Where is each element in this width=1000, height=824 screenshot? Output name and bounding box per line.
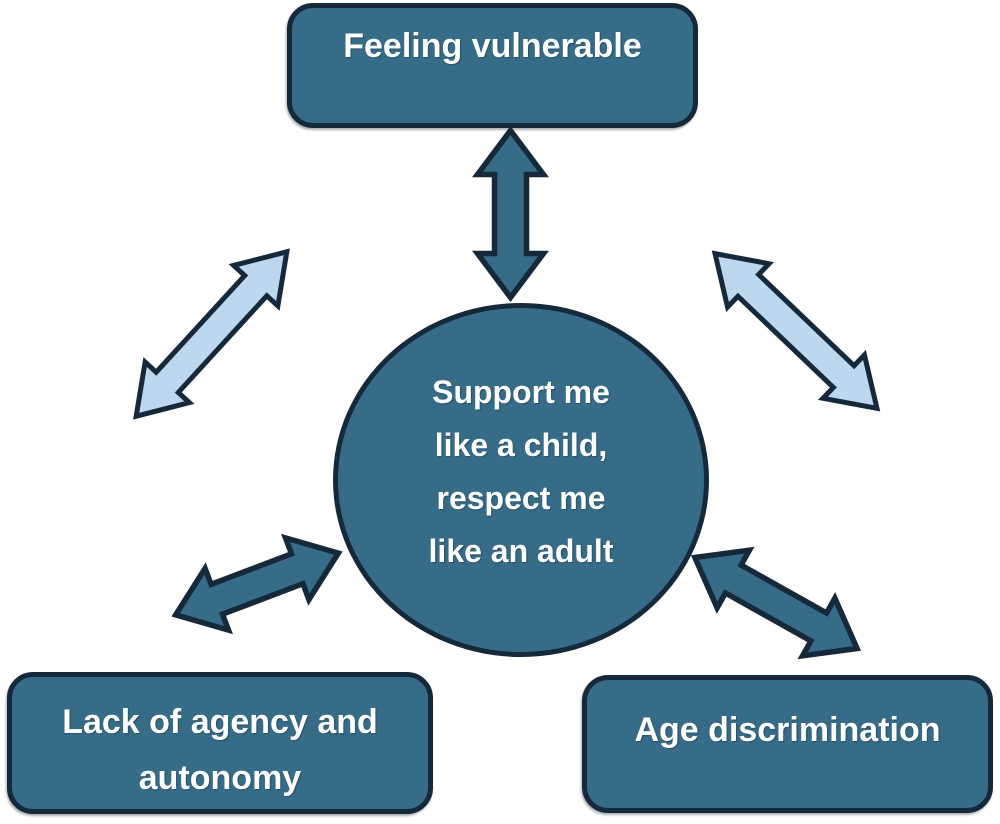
center-circle-line-2: like a child, bbox=[434, 427, 608, 463]
double-arrow-top-to-bottom-left-icon bbox=[132, 247, 290, 420]
node-age-discrimination-label: Age discrimination bbox=[634, 711, 941, 749]
double-arrow-center-to-bottom-right-icon bbox=[690, 546, 862, 659]
node-feeling-vulnerable: Feeling vulnerable bbox=[287, 3, 698, 128]
double-arrow-center-to-top-icon bbox=[471, 125, 549, 302]
node-lack-of-agency-label: Lack of agency and autonomy bbox=[62, 703, 378, 797]
center-circle: Support me like a child, respect me like… bbox=[333, 303, 709, 657]
center-circle-line-1: Support me bbox=[432, 374, 610, 410]
center-circle-line-4: like an adult bbox=[428, 533, 614, 569]
node-feeling-vulnerable-label: Feeling vulnerable bbox=[343, 27, 642, 65]
node-age-discrimination: Age discrimination bbox=[582, 675, 993, 813]
double-arrow-center-to-bottom-left-icon bbox=[170, 533, 343, 635]
center-circle-line-3: respect me bbox=[436, 480, 606, 516]
node-lack-of-agency: Lack of agency and autonomy bbox=[7, 672, 433, 814]
double-arrow-top-to-bottom-right-icon bbox=[711, 249, 881, 412]
